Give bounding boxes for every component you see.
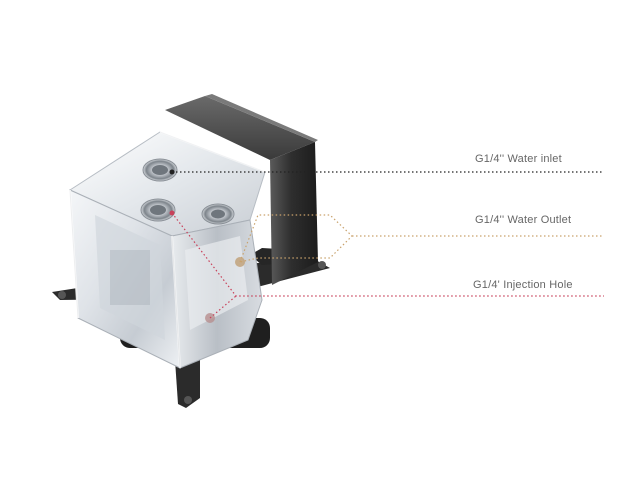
callout-line-outlet: [239, 214, 604, 263]
callout-line-injection: [169, 210, 604, 319]
port-water-outlet: [201, 203, 235, 225]
acrylic-reservoir: [68, 131, 266, 369]
bracket-screw-right: [318, 261, 326, 269]
label-water-inlet: G1/4'' Water inlet: [475, 153, 562, 165]
bracket-screw-bottom: [184, 396, 192, 404]
callout-line-inlet: [169, 169, 604, 175]
label-water-outlet: G1/4'' Water Outlet: [475, 214, 572, 226]
port-injection-top: [140, 198, 176, 222]
port-water-inlet: [142, 158, 178, 182]
label-injection-hole: G1/4' Injection Hole: [473, 279, 573, 291]
bracket-screw-left: [58, 291, 66, 299]
